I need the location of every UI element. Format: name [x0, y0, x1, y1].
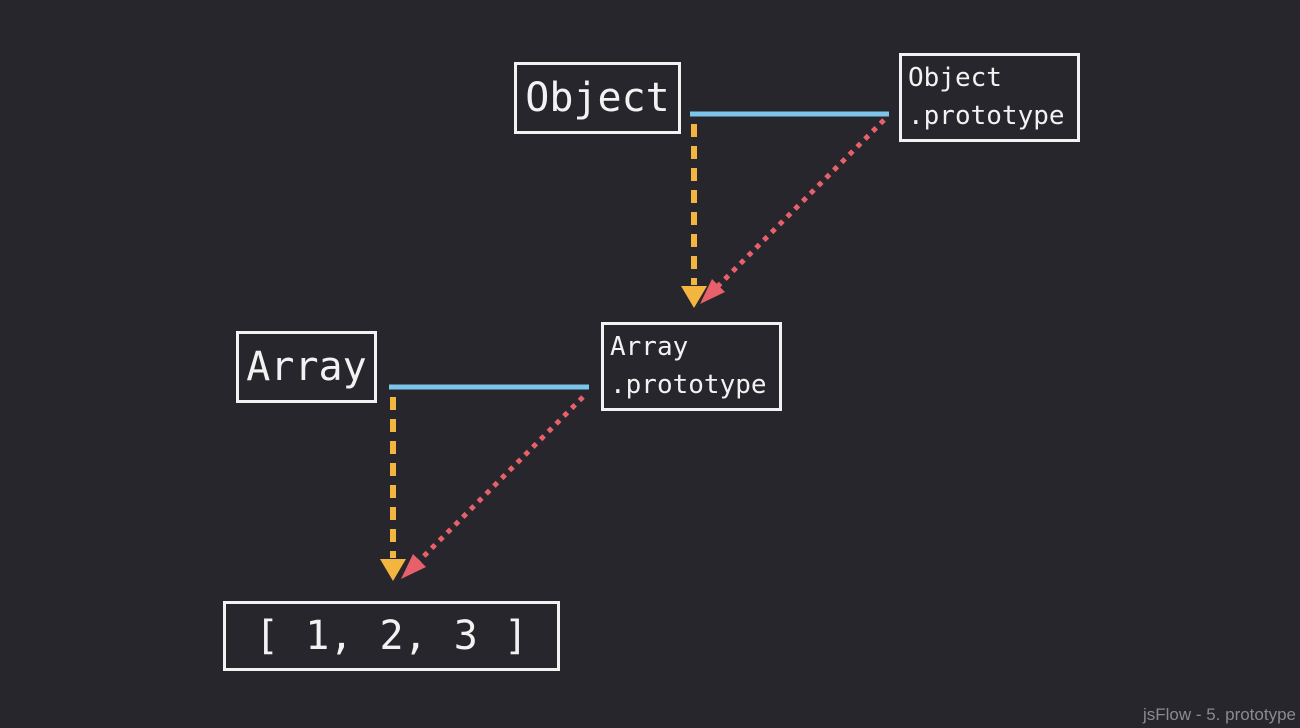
literal-proto-arrowhead [401, 554, 426, 579]
array-prototype-box: Array .prototype [601, 322, 782, 411]
array-prototype-proto-chain-link [716, 118, 886, 288]
array-label: Array [246, 344, 367, 390]
literal-proto-chain-link [417, 395, 585, 563]
object-prototype-box: Object .prototype [899, 53, 1080, 142]
object-dashed-arrowhead [681, 286, 707, 308]
object-constructor-box: Object [514, 62, 681, 134]
video-watermark: jsFlow - 5. prototype [1142, 705, 1296, 724]
array-dashed-arrowhead [380, 559, 406, 581]
object-prototype-label-line1: Object [908, 62, 1002, 93]
array-prototype-proto-arrowhead [700, 279, 725, 304]
array-constructor-box: Array [236, 331, 377, 403]
array-prototype-label-line2: .prototype [610, 369, 767, 400]
object-prototype-label-line2: .prototype [908, 100, 1065, 131]
array-prototype-label-line1: Array [610, 331, 689, 362]
object-label: Object [525, 75, 670, 121]
array-literal-box: [ 1, 2, 3 ] [223, 601, 560, 671]
array-literal-label: [ 1, 2, 3 ] [255, 613, 528, 659]
